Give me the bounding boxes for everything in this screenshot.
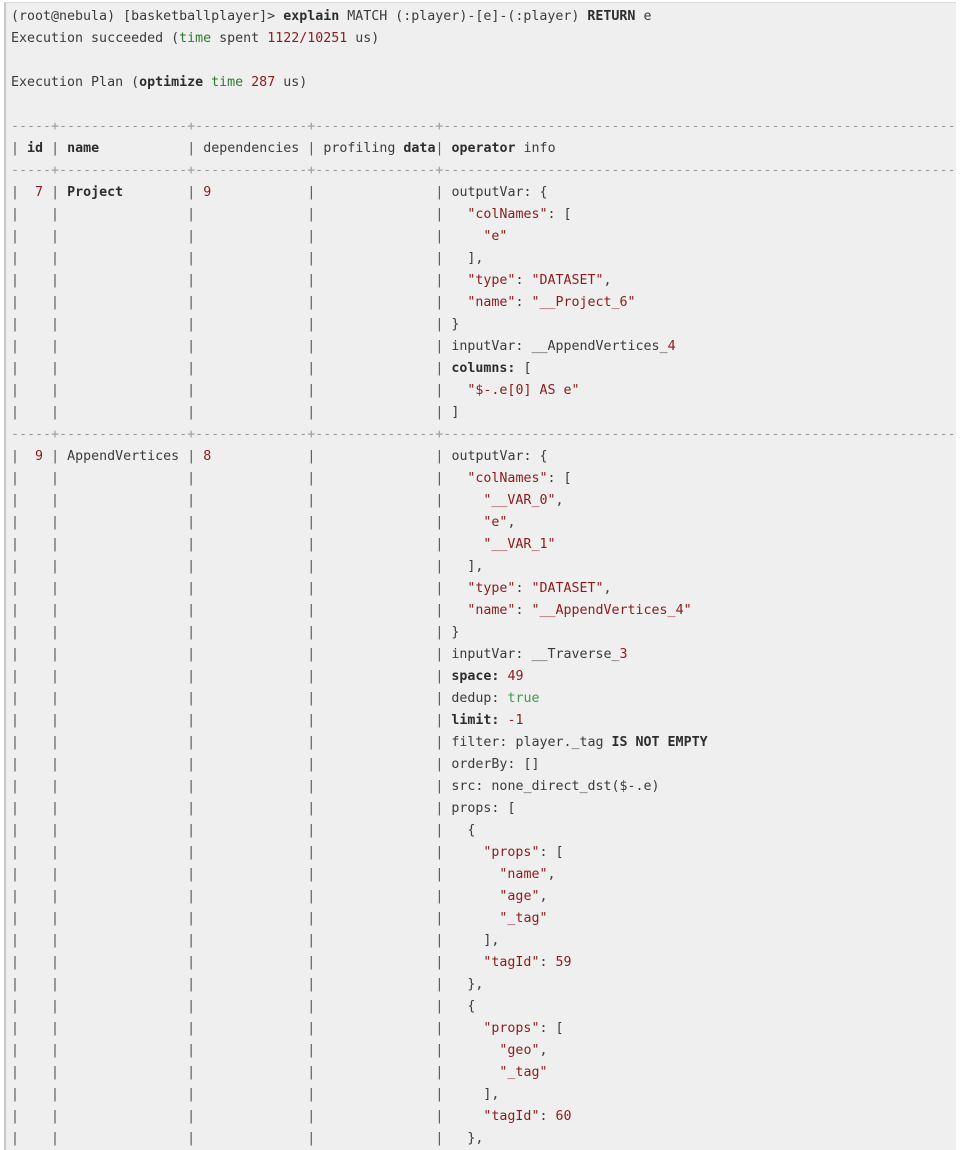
table-row: | | | | | "type": "DATASET", | [11,273,612,288]
table-row: | | | | | limit: -1 | [11,713,524,728]
terminal-window: (root@nebula) [basketballplayer]> explai… [4,2,956,1150]
table-row: | | | | | "colNames": [ | [11,471,572,486]
table-row: | | | | | "name": "__AppendVertices_4" | [11,603,692,618]
table-row: | | | | | { | [11,999,476,1014]
blank-line [11,50,956,72]
table-row: | | | | | props: [ | [11,801,516,816]
table-row: | | | | | } | [11,317,460,332]
table-row: | | | | | inputVar: __AppendVertices_4 | [11,339,676,354]
table-rule: -----+----------------+--------------+--… [11,427,956,442]
table-row: | | | | | filter: player._tag IS NOT EMP… [11,735,708,750]
table-header-row: | id | name | dependencies | profiling d… [11,141,556,156]
table-row: | | | | | }, | [11,977,484,992]
table-row: | | | | | "_tag" | [11,911,548,926]
table-row: | | | | | "type": "DATASET", | [11,581,612,596]
table-row: | | | | | "tagId": 60 | [11,1109,572,1124]
table-rule: -----+----------------+--------------+--… [11,119,956,134]
table-row: | | | | | "e", | [11,515,516,530]
table-row: | | | | | } | [11,625,460,640]
blank-line [11,94,956,116]
execution-plan-line: Execution Plan (optimize time 287 us) [11,75,308,90]
table-row: | | | | | ], | [11,559,484,574]
table-row: | | | | | inputVar: __Traverse_3 | [11,647,628,662]
table-row: | | | | | "props": [ | [11,1021,564,1036]
table-row: | | | | | "tagId": 59 | [11,955,572,970]
table-row: | | | | | "__VAR_1" | [11,537,556,552]
table-row: | | | | | src: none_direct_dst($-.e) | [11,779,660,794]
table-row: | | | | | ], | [11,933,500,948]
table-row: | | | | | "age", | [11,889,548,904]
command-line: (root@nebula) [basketballplayer]> explai… [11,9,652,24]
table-row: | | | | | ], | [11,1087,500,1102]
terminal-output: (root@nebula) [basketballplayer]> explai… [11,6,956,1150]
table-row: | 9 | AppendVertices | 8 | | outputVar: … [11,449,548,464]
table-row: | | | | | "$-.e[0] AS e" | [11,383,580,398]
status-line: Execution succeeded (time spent 1122/102… [11,31,380,46]
table-row: | | | | | ] | [11,405,460,420]
table-row: | | | | | orderBy: [] | [11,757,540,772]
table-rule: -----+----------------+--------------+--… [11,163,956,178]
table-row: | | | | | }, | [11,1131,484,1146]
table-row: | | | | | { | [11,823,476,838]
table-row: | | | | | "colNames": [ | [11,207,572,222]
table-row: | | | | | "_tag" | [11,1065,548,1080]
table-row: | 7 | Project | 9 | | outputVar: { | [11,185,548,200]
table-row: | | | | | dedup: true | [11,691,540,706]
table-row: | | | | | "name", | [11,867,556,882]
table-row: | | | | | "geo", | [11,1043,548,1058]
table-row: | | | | | ], | [11,251,484,266]
table-row: | | | | | columns: [ | [11,361,532,376]
table-row: | | | | | "__VAR_0", | [11,493,564,508]
table-row: | | | | | "name": "__Project_6" | [11,295,636,310]
table-row: | | | | | space: 49 | [11,669,524,684]
table-row: | | | | | "e" | [11,229,508,244]
table-row: | | | | | "props": [ | [11,845,564,860]
